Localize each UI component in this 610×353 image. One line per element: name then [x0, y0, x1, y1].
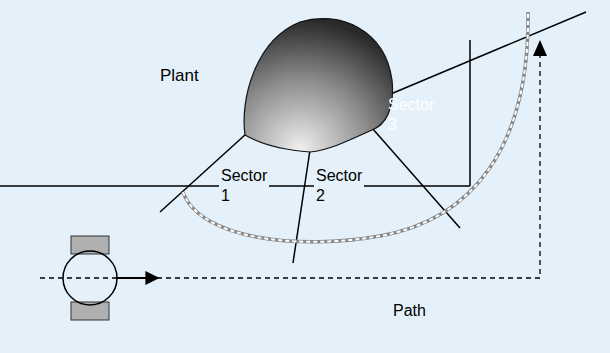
vertical-line: [469, 40, 471, 186]
sector-boundary: [386, 12, 586, 96]
heading-arrow: [117, 277, 158, 279]
scan-arc: [183, 12, 528, 242]
plant-node: Plant: [238, 8, 398, 158]
sector-boundary: [293, 150, 310, 263]
plant-shape: [244, 19, 392, 152]
path-arrowhead: [533, 40, 547, 56]
plant-outline: [238, 8, 398, 158]
robot-body: [63, 251, 117, 305]
plant-label: Plant: [160, 66, 199, 86]
path-label: Path: [391, 301, 428, 321]
sector-label: Sector 2: [314, 166, 364, 206]
scan-arc-outline: [183, 12, 528, 242]
sector-label: Sector 3: [386, 95, 436, 135]
sector-label: Sector 1: [219, 166, 269, 206]
sector-boundary: [372, 128, 460, 228]
